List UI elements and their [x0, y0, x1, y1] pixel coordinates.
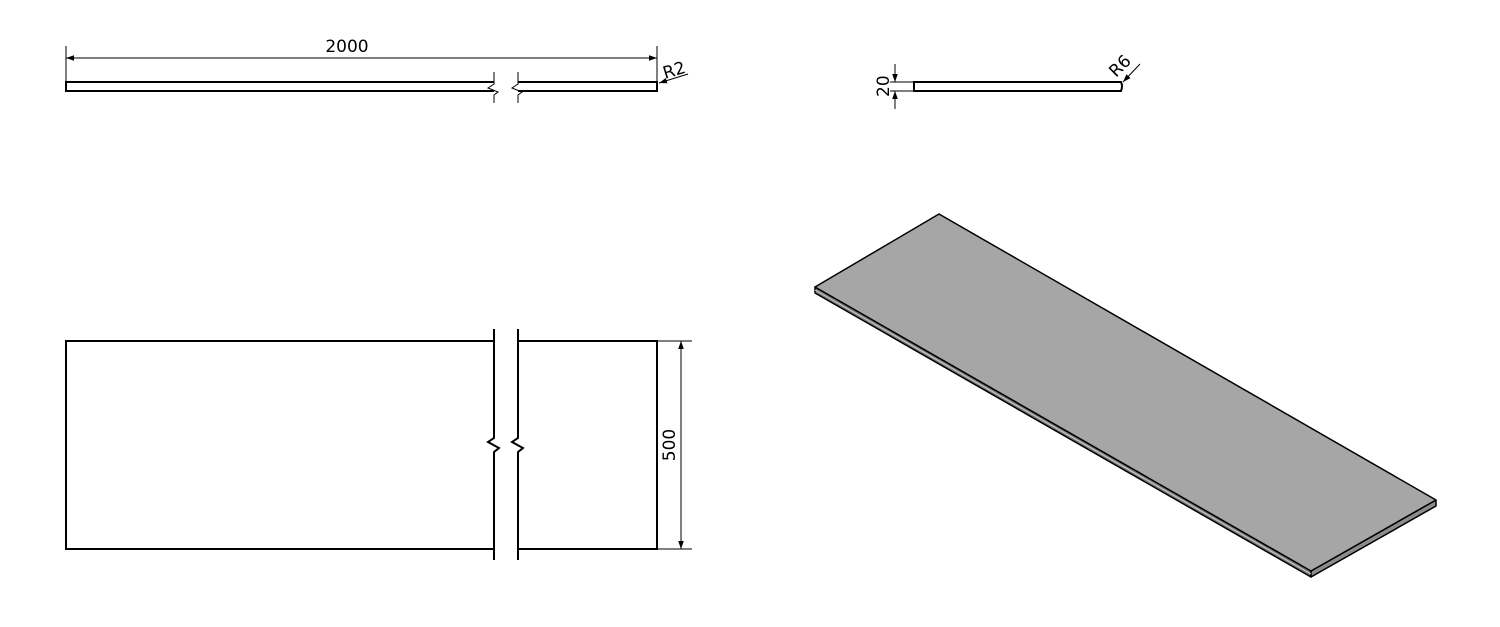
- top-view: 2000 R2: [65, 37, 689, 103]
- radius-leader-r2: [658, 73, 689, 84]
- front-view-right-part: [518, 340, 658, 550]
- width-dimension-label: 500: [660, 429, 680, 461]
- side-view-profile: [913, 81, 1123, 92]
- break-line-left: [486, 72, 500, 103]
- top-view-left-segment: [65, 81, 494, 92]
- iso-top-face: [814, 213, 1437, 572]
- length-dimension-label: 2000: [325, 37, 368, 57]
- break-line-left-plan: [486, 329, 501, 560]
- iso-edge-highlight: [814, 289, 1312, 575]
- side-view: 20 R6: [874, 51, 1141, 109]
- radius-label-r6: R6: [1105, 51, 1135, 81]
- break-line-right-plan: [510, 329, 525, 560]
- radius-leader-r6: [1122, 63, 1141, 83]
- isometric-view: [814, 213, 1437, 578]
- front-view: 500: [65, 329, 692, 560]
- front-view-left-part: [65, 340, 494, 550]
- radius-label-r2: R2: [661, 58, 688, 84]
- top-view-right-segment: [518, 81, 658, 92]
- break-line-right: [510, 72, 524, 103]
- thickness-dimension-label: 20: [874, 75, 894, 97]
